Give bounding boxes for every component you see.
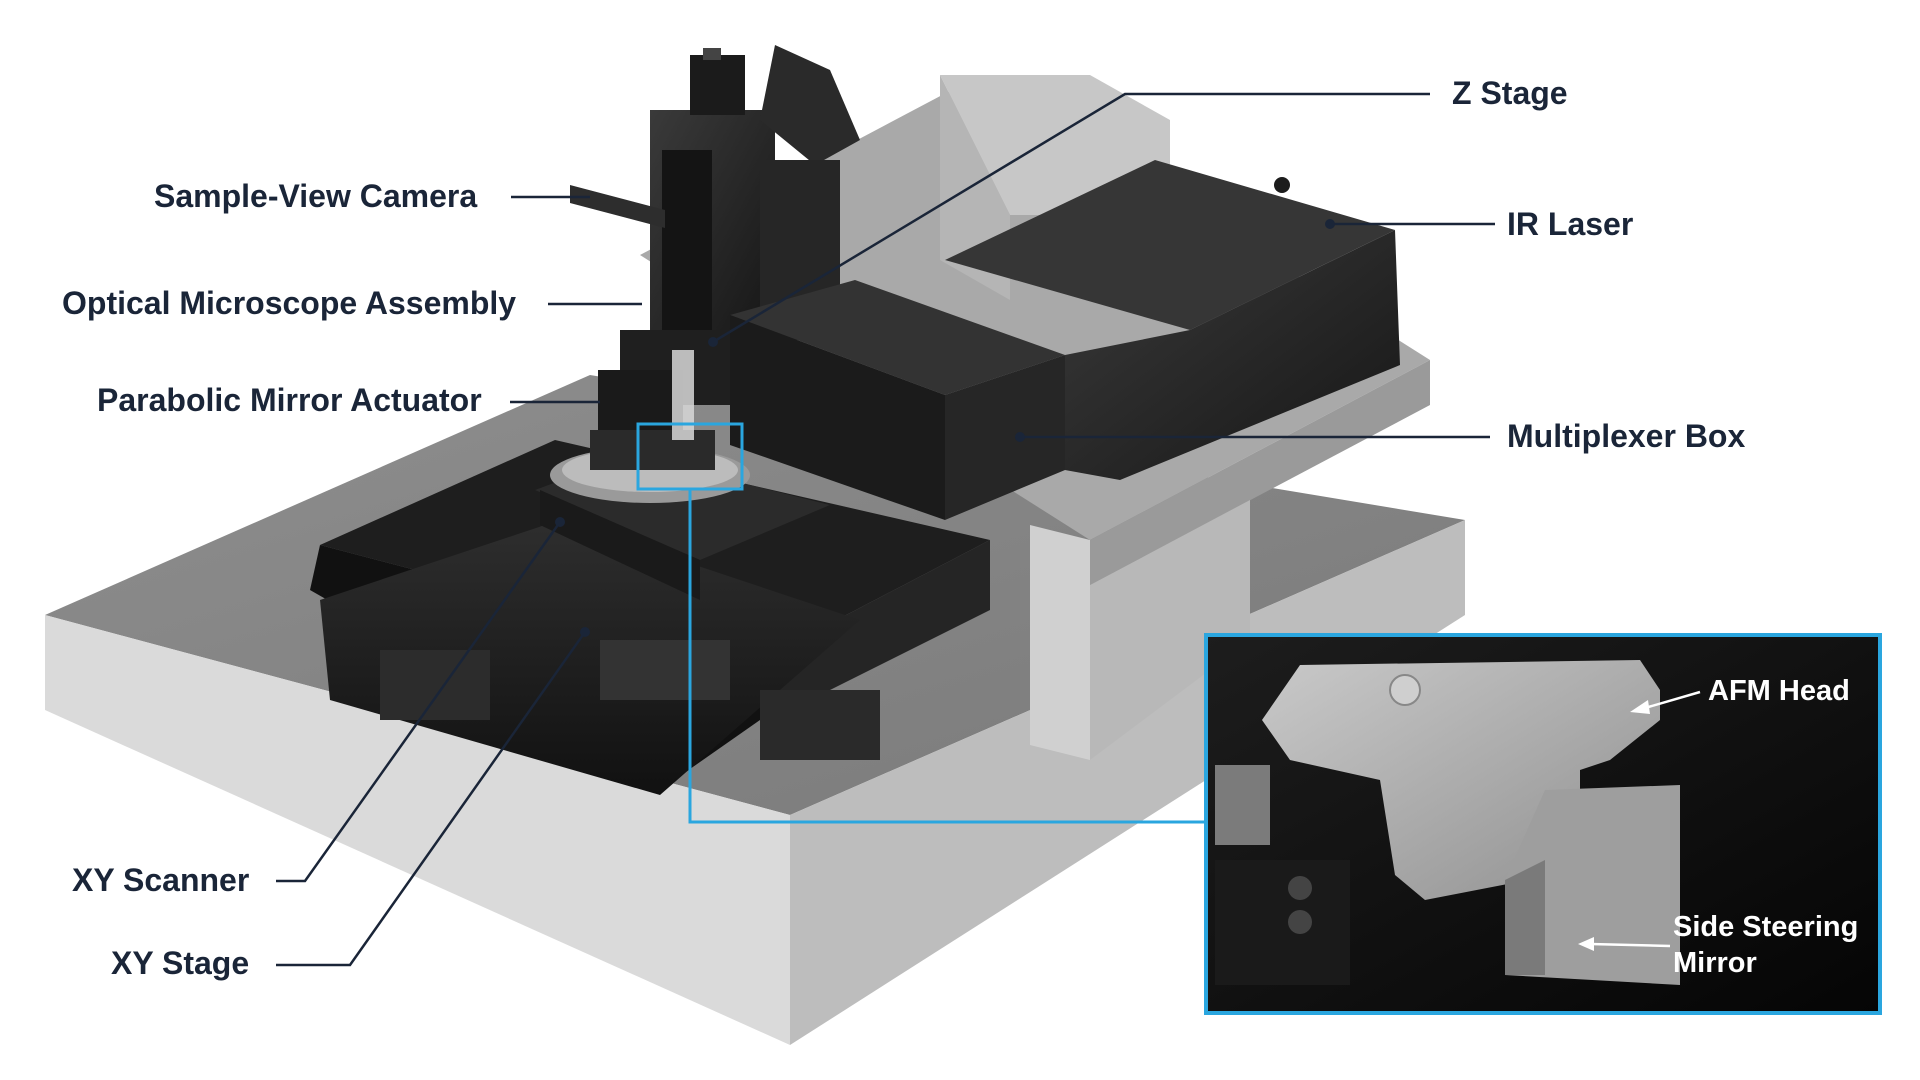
- leader-dots: [555, 219, 1335, 637]
- label-side-steering-mirror-line1: Side Steering: [1673, 911, 1859, 943]
- side-steering-mirror-part: [1505, 785, 1680, 985]
- ir-laser-body: [945, 160, 1400, 480]
- label-parabolic-mirror-actuator: Parabolic Mirror Actuator: [97, 382, 482, 418]
- multiplexer-box-body: [730, 280, 1065, 520]
- label-xy-scanner: XY Scanner: [72, 862, 250, 898]
- z-stage-leader: [712, 92, 1430, 344]
- label-sample-view-camera: Sample-View Camera: [154, 178, 478, 214]
- afm-head-inset: [1204, 633, 1882, 1015]
- sample-view-camera-body: [570, 185, 665, 228]
- label-side-steering-mirror-line2: Mirror: [1673, 947, 1757, 979]
- xy-stage-leader: [276, 631, 587, 967]
- inset-connector-line: [688, 489, 1206, 824]
- xy-scanner-leader: [276, 521, 562, 883]
- parabolic-mirror-actuator-body: [590, 350, 715, 470]
- xy-stage-body: [310, 440, 990, 795]
- label-z-stage: Z Stage: [1452, 75, 1568, 111]
- label-xy-stage: XY Stage: [111, 945, 250, 981]
- label-afm-head: AFM Head: [1708, 675, 1850, 707]
- label-ir-laser: IR Laser: [1507, 206, 1634, 242]
- label-optical-microscope-assembly: Optical Microscope Assembly: [62, 285, 517, 321]
- leader-lines: [276, 92, 1495, 967]
- label-multiplexer-box: Multiplexer Box: [1507, 418, 1746, 454]
